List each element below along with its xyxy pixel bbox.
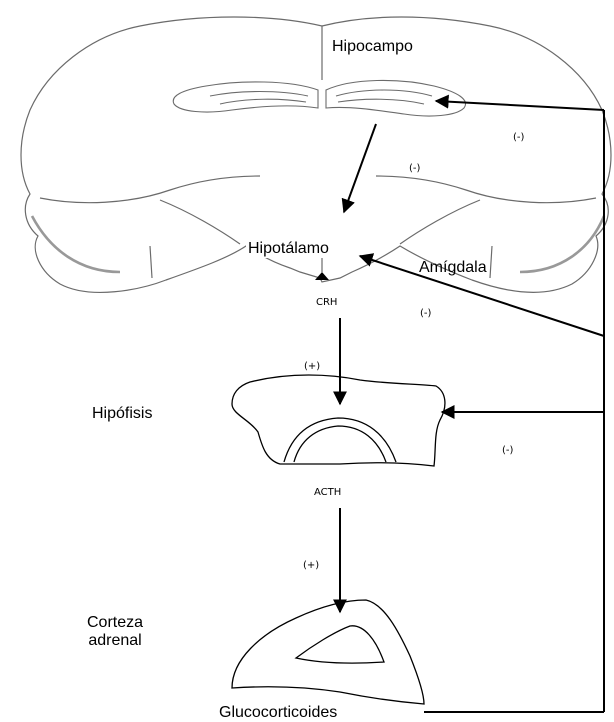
label-corteza-line1: Corteza	[87, 614, 143, 632]
arrow-feedback-to-hippocampus	[436, 101, 604, 110]
pituitary-inner-arc-inner	[294, 426, 386, 462]
adrenal-shape	[232, 600, 424, 704]
label-amigdala: Amígdala	[419, 259, 487, 277]
right-ventral-fold	[400, 200, 480, 244]
hippocampus-left-inner	[210, 92, 308, 105]
label-corteza-adrenal: Corteza adrenal	[87, 614, 143, 651]
left-ventral-fold	[160, 200, 240, 244]
pituitary-shape	[232, 375, 445, 466]
flow-lines	[340, 101, 604, 712]
pituitary-inner-arc-outer	[284, 418, 396, 462]
sign-pos-acth: (+)	[303, 560, 319, 571]
hippocampus-right	[326, 80, 466, 116]
hippocampus-right-inner	[336, 90, 432, 104]
sign-neg-hippo-hypo: (-)	[409, 163, 420, 174]
label-hipotalamo: Hipotálamo	[246, 240, 331, 258]
sign-neg-amygdala: (-)	[420, 308, 431, 319]
label-glucocorticoides: Glucocorticoides	[219, 704, 337, 722]
left-tick	[150, 246, 152, 278]
right-tick	[490, 246, 492, 278]
label-acth: ACTH	[314, 487, 341, 499]
arrow-hippocampus-to-hypothalamus	[344, 124, 376, 212]
label-crh: CRH	[316, 297, 337, 309]
label-hipocampo: Hipocampo	[332, 38, 413, 56]
label-hipofisis: Hipófisis	[92, 405, 152, 423]
label-corteza-line2: adrenal	[87, 632, 143, 650]
hippocampus-left	[173, 82, 318, 112]
median-eminence-marker	[315, 272, 329, 280]
adrenal-outline	[232, 600, 424, 704]
adrenal-inner	[296, 626, 384, 663]
sign-pos-crh: (+)	[304, 361, 320, 372]
cortex-inner-right	[376, 176, 596, 203]
pituitary-outline	[232, 375, 445, 466]
left-inner-cortex-stripe	[32, 216, 120, 272]
cortex-inner-left	[40, 176, 260, 203]
right-inner-cortex-stripe	[520, 216, 604, 272]
sign-neg-right-top: (-)	[513, 132, 524, 143]
sign-neg-pituitary: (-)	[502, 445, 513, 456]
hippocampus-shape	[173, 80, 465, 116]
